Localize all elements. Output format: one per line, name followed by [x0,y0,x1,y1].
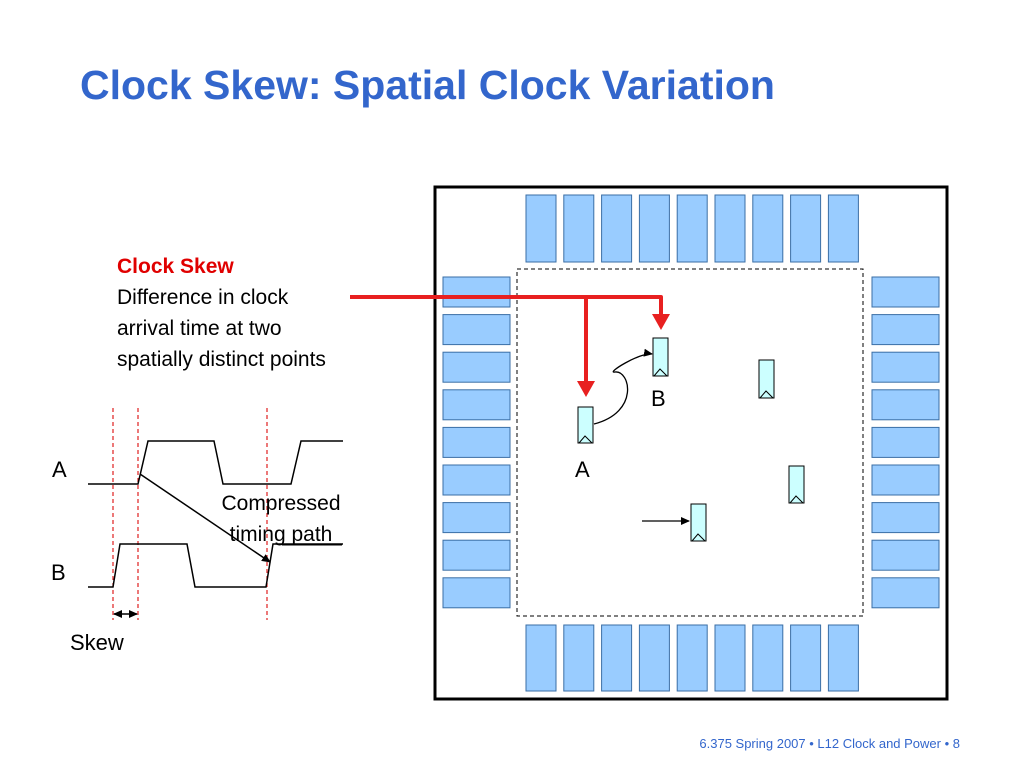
io-pad [871,464,940,496]
flipflop [758,359,775,399]
signal-b-label: B [51,560,66,585]
io-pad [676,624,708,692]
io-pad [525,194,557,263]
io-pad [752,624,784,692]
io-pad [871,351,940,383]
io-pad [827,194,859,263]
pad-ring-top [525,194,859,263]
io-pad [442,276,511,308]
io-pad [442,426,511,458]
clock-skew-definition: Clock Skew Difference in clock arrival t… [117,251,326,375]
pad-ring-bottom [525,624,859,692]
core-area [516,268,864,617]
io-pad [563,624,595,692]
io-pad [714,624,746,692]
flipflop [690,503,707,542]
flipflop-a-label: A [575,457,590,482]
timing-path-label-2: timing path [230,523,333,546]
io-pad [871,389,940,421]
clock-wire [350,295,663,318]
pad-ring-left [442,276,511,609]
chip: A B [433,185,949,701]
definition-term: Clock Skew [117,255,234,278]
io-pad [676,194,708,263]
io-pad [442,351,511,383]
io-pad [790,194,822,263]
flipflop-b [652,337,669,377]
chip-outline [433,185,949,701]
data-path-a-to-b [593,348,653,425]
flipflop-b-label: B [651,386,666,411]
io-pad [442,314,511,346]
io-pad [601,194,633,263]
io-pad [442,502,511,534]
io-pad [871,276,940,308]
io-pad [601,624,633,692]
io-pad [752,194,784,263]
io-pad [525,624,557,692]
definition-line: spatially distinct points [117,348,326,371]
clock-skew-arrows [350,295,670,397]
timing-path-arrow [139,473,271,563]
io-pad [442,539,511,571]
waveform-a [88,440,343,485]
io-pad [638,194,670,263]
io-pad [442,389,511,421]
arrowhead-a [577,381,595,397]
signal-a-label: A [52,457,67,482]
io-pad [442,464,511,496]
flipflop [788,465,805,504]
io-pad [871,539,940,571]
io-pad [827,624,859,692]
timing-diagram: A B Compressed timing path Skew [51,408,343,655]
io-pad [871,426,940,458]
skew-label: Skew [70,630,124,655]
slide-footer: 6.375 Spring 2007 • L12 Clock and Power … [699,736,960,751]
slide-title: Clock Skew: Spatial Clock Variation [80,62,775,108]
waveform-b [88,543,343,588]
io-pad [714,194,746,263]
definition-line: arrival time at two [117,317,282,340]
io-pad [563,194,595,263]
arrowhead-b [652,314,670,330]
io-pad [790,624,822,692]
pad-ring-right [871,276,940,609]
io-pad [871,502,940,534]
io-pad [442,577,511,609]
io-pad [638,624,670,692]
io-pad [871,577,940,609]
flipflop-a [577,406,594,444]
io-pad [871,314,940,346]
timing-path-label-1: Compressed [221,492,340,515]
definition-line: Difference in clock [117,286,289,309]
